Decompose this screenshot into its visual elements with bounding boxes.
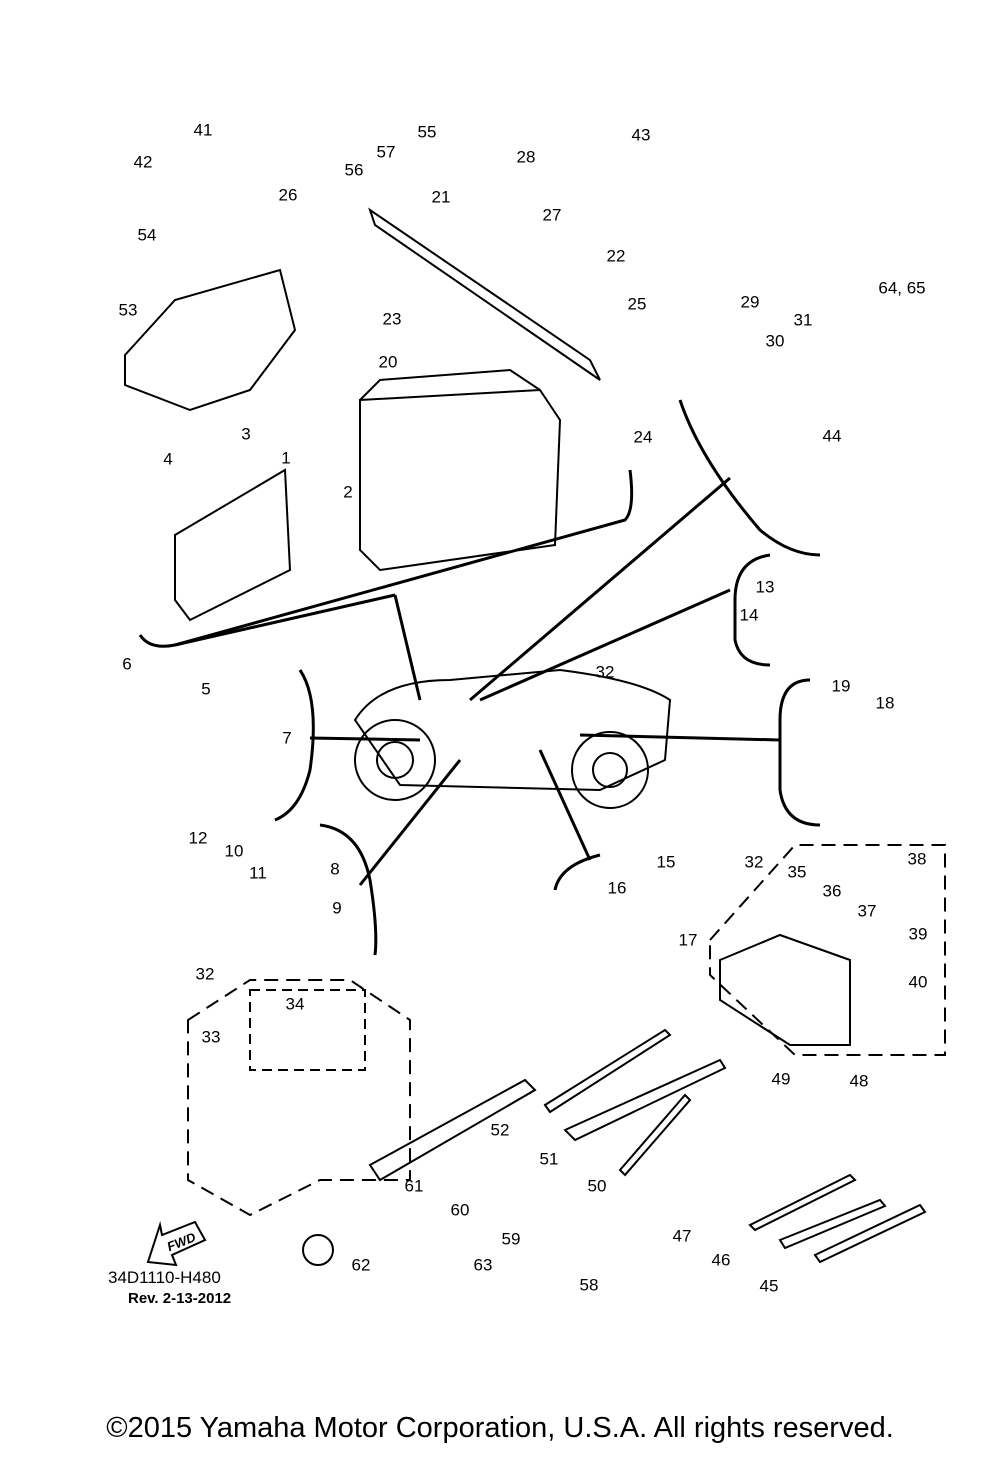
part-callout: 9: [332, 898, 341, 917]
part-callout: 62: [352, 1255, 371, 1274]
part-callout: 47: [673, 1226, 692, 1245]
part-callout: 19: [832, 676, 851, 695]
part-callout: 22: [607, 246, 626, 265]
part-callout: 29: [741, 292, 760, 311]
part-callout: 13: [756, 577, 775, 596]
part-callout: 61: [405, 1176, 424, 1195]
part-callout: 46: [712, 1250, 731, 1269]
part-callout: 8: [330, 859, 339, 878]
part-callout: 55: [418, 122, 437, 141]
part-callout: 40: [909, 972, 928, 991]
part-callout: 51: [540, 1149, 559, 1168]
part-callout: 10: [225, 841, 244, 860]
part-callout: 56: [345, 160, 364, 179]
part-callout: 2: [343, 482, 352, 501]
part-callout: 42: [134, 152, 153, 171]
part-callout: 35: [788, 862, 807, 881]
part-callout: 32: [196, 964, 215, 983]
part-callout: 49: [772, 1069, 791, 1088]
revision-date: Rev. 2-13-2012: [128, 1290, 232, 1307]
part-callout: 17: [679, 930, 698, 949]
part-callout: 25: [628, 294, 647, 313]
part-callout: 63: [474, 1255, 493, 1274]
part-callout: 45: [760, 1276, 779, 1295]
part-callout: 54: [138, 225, 157, 244]
part-callout: 39: [909, 924, 928, 943]
part-callout: 37: [858, 901, 877, 920]
part-callout: 53: [119, 300, 138, 319]
part-callout: 59: [502, 1229, 521, 1248]
part-callout: 41: [194, 120, 213, 139]
part-callout: 44: [823, 426, 842, 445]
part-callout: 28: [517, 147, 536, 166]
part-callout: 33: [202, 1027, 221, 1046]
part-callout: 36: [823, 881, 842, 900]
part-callout: 16: [608, 878, 627, 897]
part-callout: 3: [241, 424, 250, 443]
part-callout: 24: [634, 427, 653, 446]
part-callout: 21: [432, 187, 451, 206]
part-callout: 32: [596, 662, 615, 681]
part-callout: 27: [543, 205, 562, 224]
part-callout: 20: [379, 352, 398, 371]
part-callout: 5: [201, 679, 210, 698]
part-callout: 48: [850, 1071, 869, 1090]
part-callout: 26: [279, 185, 298, 204]
part-callout: 31: [794, 310, 813, 329]
part-callout: 23: [383, 309, 402, 328]
part-callout: 38: [908, 849, 927, 868]
part-callout: 30: [766, 331, 785, 350]
part-callout: 52: [491, 1120, 510, 1139]
part-callout: 50: [588, 1176, 607, 1195]
part-callout: 32: [745, 852, 764, 871]
part-callout: 1: [281, 448, 290, 467]
part-callout: 64, 65: [878, 278, 925, 297]
part-callout: 14: [740, 605, 759, 624]
part-callout: 12: [189, 828, 208, 847]
part-callout: 15: [657, 852, 676, 871]
part-callout: 7: [282, 728, 291, 747]
part-callout: 6: [122, 654, 131, 673]
part-callout: 4: [163, 449, 172, 468]
drawing-code: 34D1110-H480: [108, 1268, 221, 1287]
part-callout: 34: [286, 994, 305, 1013]
diagram-artwork: [124, 207, 946, 1267]
part-callout: 11: [249, 863, 267, 882]
part-callout: 58: [580, 1275, 599, 1294]
copyright-notice: ©2015 Yamaha Motor Corporation, U.S.A. A…: [106, 1412, 894, 1444]
part-callout: 57: [377, 142, 396, 161]
part-callout: 60: [451, 1200, 470, 1219]
part-callout: 43: [632, 125, 651, 144]
part-callout: 18: [876, 693, 895, 712]
